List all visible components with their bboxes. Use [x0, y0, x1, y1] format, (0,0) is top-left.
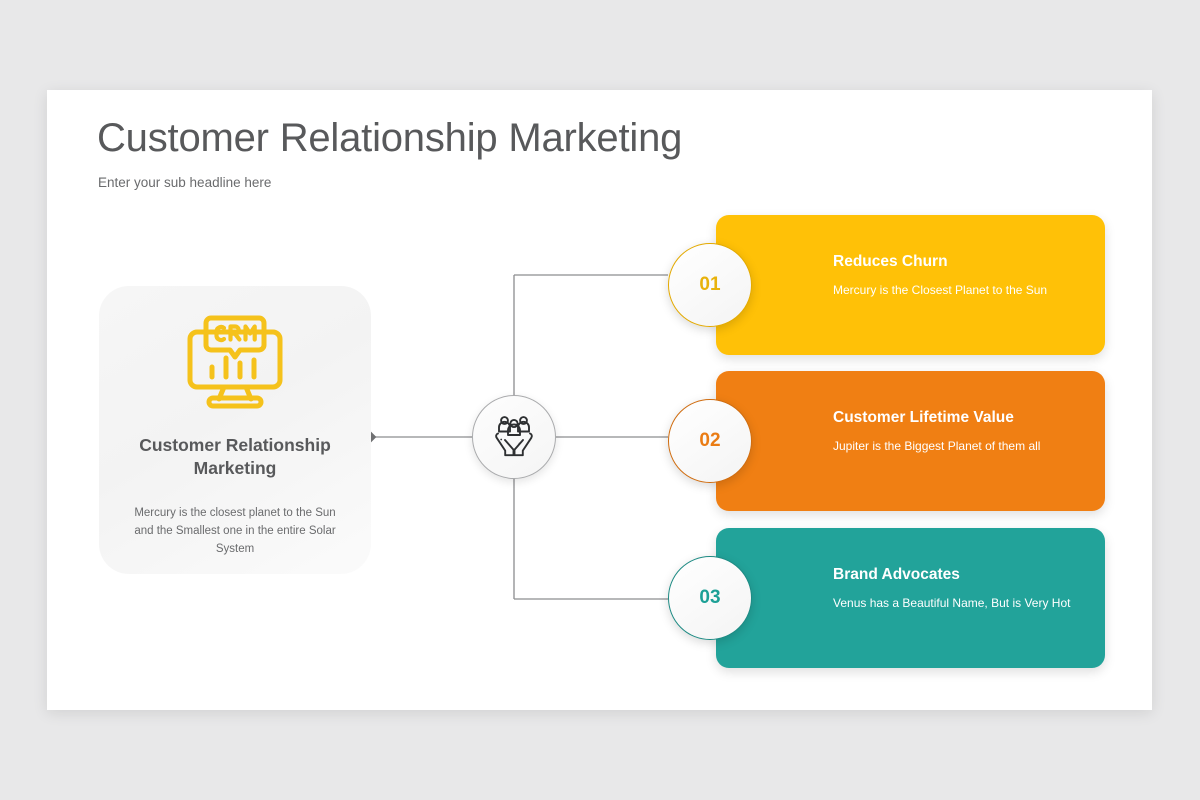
- hands-holding-people-icon: [488, 409, 540, 466]
- crm-monitor-chart-icon: [183, 312, 287, 412]
- hero-description: Mercury is the closest planet to the Sun…: [134, 507, 336, 556]
- feature-card-2[interactable]: Customer Lifetime Value Jupiter is the B…: [716, 371, 1105, 511]
- hub-node[interactable]: [472, 395, 556, 479]
- card-number-badge-3[interactable]: 03: [668, 556, 752, 640]
- feature-card-1[interactable]: Reduces Churn Mercury is the Closest Pla…: [716, 215, 1105, 355]
- card-description: Venus has a Beautiful Name, But is Very …: [833, 596, 1071, 610]
- page-title: Customer Relationship Marketing: [97, 116, 683, 160]
- slide: Customer Relationship Marketing Enter yo…: [47, 90, 1152, 710]
- card-number-badge-1[interactable]: 01: [668, 243, 752, 327]
- card-title: Customer Lifetime Value: [833, 409, 1014, 426]
- hero-panel: Customer Relationship Marketing Mercury …: [99, 286, 371, 574]
- card-description: Jupiter is the Biggest Planet of them al…: [833, 439, 1041, 453]
- page-subtitle: Enter your sub headline here: [98, 175, 272, 190]
- card-description: Mercury is the Closest Planet to the Sun: [833, 283, 1048, 297]
- hero-title: Customer Relationship Marketing: [139, 435, 331, 479]
- feature-card-3[interactable]: Brand Advocates Venus has a Beautiful Na…: [716, 528, 1105, 668]
- card-title: Brand Advocates: [833, 566, 960, 583]
- card-number-badge-2[interactable]: 02: [668, 399, 752, 483]
- card-title: Reduces Churn: [833, 253, 948, 270]
